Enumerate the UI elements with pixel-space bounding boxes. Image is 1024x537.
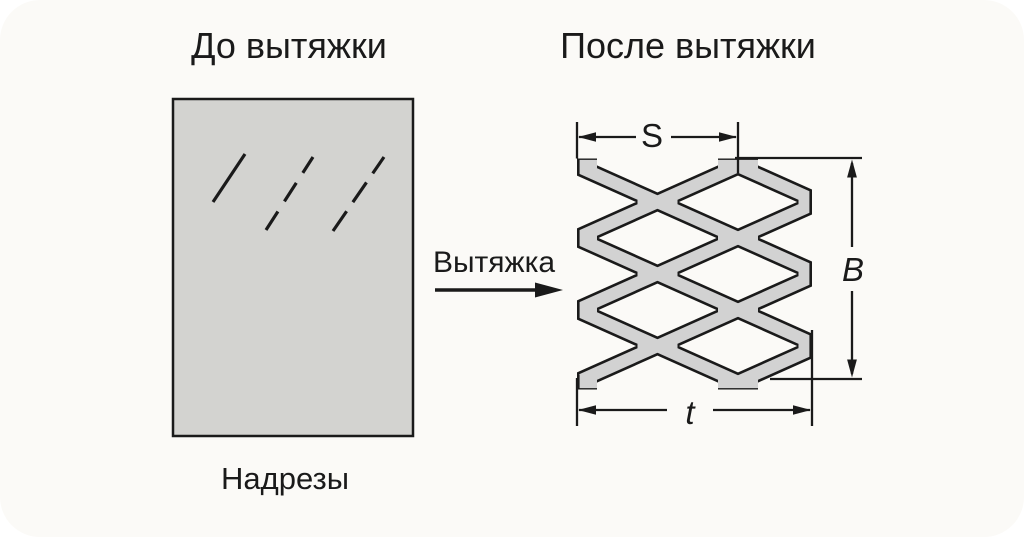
dim-s-arrowhead-left	[578, 132, 596, 142]
expanded-mesh	[577, 158, 812, 390]
dim-t-arrowhead-right	[793, 405, 811, 415]
title-after-stretching: После вытяжки	[560, 25, 816, 66]
dimension-b: B	[735, 156, 864, 381]
stretch-process: Вытяжка	[433, 246, 563, 298]
cut-marks	[211, 153, 386, 232]
arrow-head	[535, 282, 563, 298]
dim-b-arrowhead-up	[847, 159, 857, 178]
title-before-stretching: До вытяжки	[191, 25, 387, 66]
dim-label-t: t	[685, 394, 696, 431]
metal-sheet	[171, 97, 415, 438]
cut-mark-dashed-2	[331, 156, 386, 232]
dim-label-b: B	[842, 251, 864, 288]
dim-t-arrowhead-left	[578, 405, 596, 415]
mesh-cut-edges	[576, 159, 813, 389]
sheet-before-stretching: Надрезы	[171, 97, 415, 496]
caption-cuts: Надрезы	[221, 461, 349, 496]
dimension-s: S	[575, 117, 740, 173]
dimension-t: t	[575, 330, 814, 431]
dim-label-s: S	[641, 117, 663, 154]
right-arrow-icon	[435, 282, 563, 298]
dim-s-arrowhead-right	[719, 132, 737, 142]
mesh-after-stretching	[576, 158, 813, 390]
stretch-label: Вытяжка	[433, 246, 555, 279]
cut-mark-dashed-1	[264, 156, 315, 231]
cut-mark-solid	[211, 153, 247, 203]
dim-b-arrowhead-down	[847, 359, 857, 378]
